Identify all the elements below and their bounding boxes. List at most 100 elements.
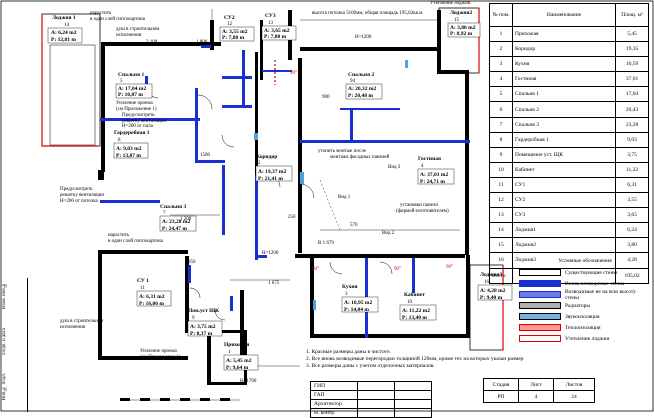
- svg-text:250: 250: [288, 215, 296, 220]
- svg-text:A: 19,37 m2: A: 19,37 m2: [258, 169, 287, 175]
- svg-text:(см Приложение 1): (см Приложение 1): [116, 107, 157, 112]
- svg-text:(см Приложение 1): (см Приложение 1): [140, 355, 181, 360]
- svg-text:H=1700: H=1700: [240, 379, 257, 384]
- svg-text:H=200 от потолка: H=200 от потолка: [60, 199, 99, 204]
- svg-text:14: 14: [64, 23, 70, 28]
- svg-text:A: 9,03 m2: A: 9,03 m2: [116, 146, 142, 152]
- legend-item: Вновь возводимые стены: [519, 278, 651, 289]
- cell-area: 10,59: [615, 56, 649, 73]
- stamp-table: Стадия Лист Листов РП 4 24: [483, 378, 595, 403]
- cell-name: Лоджия2: [512, 237, 616, 254]
- svg-text:90°: 90°: [446, 265, 453, 270]
- cell-name: Коридор: [512, 41, 616, 58]
- svg-text:исполнении: исполнении: [116, 33, 142, 38]
- cell-name: Кабинет: [512, 161, 616, 178]
- svg-text:решетку вентиляции: решетку вентиляции: [60, 193, 104, 198]
- svg-text:в один слой гипсокартона: в один слой гипсокартона: [108, 239, 164, 244]
- legend-swatch: [519, 269, 561, 276]
- room-label-kitchen: Кухня 3 A: 10,95 m2 P: 14,04 m: [341, 284, 379, 313]
- room-label-bed2: Спальня 2 94 A: 20,32 m2 P: 20,48 m: [345, 72, 383, 100]
- svg-text:A: 3,55 m2: A: 3,55 m2: [222, 29, 248, 35]
- svg-text:A: 3,80 m2: A: 3,80 m2: [450, 25, 476, 31]
- stamp-sheets: 24: [553, 390, 595, 403]
- legend-item: Звукоизоляция: [519, 311, 651, 322]
- cell-number: 1: [489, 25, 513, 43]
- svg-text:Предусмотреть: Предусмотреть: [60, 187, 93, 192]
- total-value: 195,02: [615, 267, 649, 284]
- title-gip: ГИП: [310, 381, 358, 391]
- cell-number: 6: [489, 101, 513, 118]
- stamp-sheet-label: Лист: [518, 378, 554, 391]
- title-block: ГИП ГАП Архитектор Н. контр.: [310, 381, 432, 418]
- svg-text:СУ 1: СУ 1: [137, 278, 149, 284]
- insulation-lines: [41, 8, 504, 350]
- side-stamp: Взам. инв.№ Подп. и дата Инв.№ подл.: [0, 278, 28, 412]
- col-number: № пом.: [489, 3, 513, 27]
- legend-item: Теплоизоляция: [519, 322, 651, 333]
- svg-text:H=1200: H=1200: [355, 35, 372, 40]
- svg-text:3: 3: [345, 292, 348, 297]
- cell-area: 6,24: [615, 222, 649, 239]
- svg-text:1: 1: [228, 350, 231, 355]
- cell-name: Прихожая: [512, 25, 616, 43]
- cell-number: 4: [489, 71, 513, 88]
- svg-text:H=200 от пола: H=200 от пола: [122, 124, 154, 129]
- room-label-bed3: Спальня 3 7 A: 23,28 m2 P: 24,47 m: [159, 204, 197, 232]
- svg-text:утопить монтаж после: утопить монтаж после: [318, 149, 367, 154]
- svg-text:A: 6,31 m2: A: 6,31 m2: [139, 294, 165, 300]
- room-label-bed1: Спальня 1 5 A: 17,04 m2 P: 16,87 m: [115, 72, 153, 99]
- svg-text:10: 10: [407, 300, 413, 305]
- svg-text:90°: 90°: [394, 267, 401, 272]
- cell-number: 3: [489, 56, 513, 73]
- svg-text:Лоджия2: Лоджия2: [450, 10, 472, 16]
- cell-number: 14: [489, 222, 513, 239]
- svg-text:1 200: 1 200: [180, 217, 192, 222]
- svg-text:Вид 1: Вид 1: [338, 195, 351, 200]
- svg-text:Кухня: Кухня: [342, 284, 358, 290]
- room-label-corridor: Коридор 2 A: 19,37 m2 P: 21,41 m: [255, 154, 293, 182]
- svg-text:P: 8,92 m: P: 8,92 m: [450, 31, 473, 37]
- svg-text:P: 24,47 m: P: 24,47 m: [162, 226, 187, 232]
- svg-text:СУ2: СУ2: [224, 15, 235, 21]
- note-2: 2. Все вновь возводимые перегородки толщ…: [306, 356, 524, 363]
- svg-text:16: 16: [484, 280, 490, 285]
- cell-area: 19,35: [615, 41, 649, 58]
- table-header-row: № пом. Наименование Площ. м²: [489, 3, 649, 27]
- svg-text:Спальня 3: Спальня 3: [160, 204, 186, 210]
- svg-text:нарастить: нарастить: [108, 233, 130, 238]
- cell-name: Спальня 3: [512, 116, 616, 133]
- legend-label: Звукоизоляция: [565, 313, 600, 320]
- svg-text:15: 15: [454, 18, 460, 23]
- svg-text:P: 13,87 m: P: 13,87 m: [116, 153, 141, 159]
- svg-text:душ в строительном: душ в строительном: [116, 27, 160, 32]
- svg-text:12: 12: [227, 22, 233, 27]
- svg-text:P: 24,71 m: P: 24,71 m: [420, 179, 445, 185]
- svg-text:душ в строительном: душ в строительном: [60, 319, 104, 324]
- svg-text:2: 2: [258, 161, 261, 166]
- svg-text:5: 5: [120, 79, 123, 84]
- legend-item: Существующие стены: [519, 267, 651, 278]
- title-architect: Архитектор: [310, 399, 358, 409]
- svg-text:H=1200: H=1200: [262, 251, 279, 256]
- svg-text:A: 3,75 m2: A: 3,75 m2: [190, 324, 216, 330]
- svg-text:950: 950: [188, 260, 196, 265]
- room-label-wardrobe: Гардеробная 1 8 A: 9,03 m2 P: 13,87 m: [113, 129, 150, 159]
- legend-title: Условные обозначения: [558, 258, 612, 264]
- cell-area: 3,65: [615, 207, 649, 224]
- svg-text:8: 8: [118, 138, 121, 143]
- cell-name: Помещение уст. ЩК: [512, 146, 616, 163]
- cell-name: СУ2: [512, 192, 616, 209]
- cell-area: 6,31: [615, 176, 649, 194]
- svg-text:решетку вентиляции: решетку вентиляции: [122, 119, 166, 124]
- stamp-stage-label: Стадия: [483, 378, 519, 391]
- svg-text:A: 37,01 m2: A: 37,01 m2: [420, 172, 449, 178]
- svg-text:1500: 1500: [200, 153, 211, 158]
